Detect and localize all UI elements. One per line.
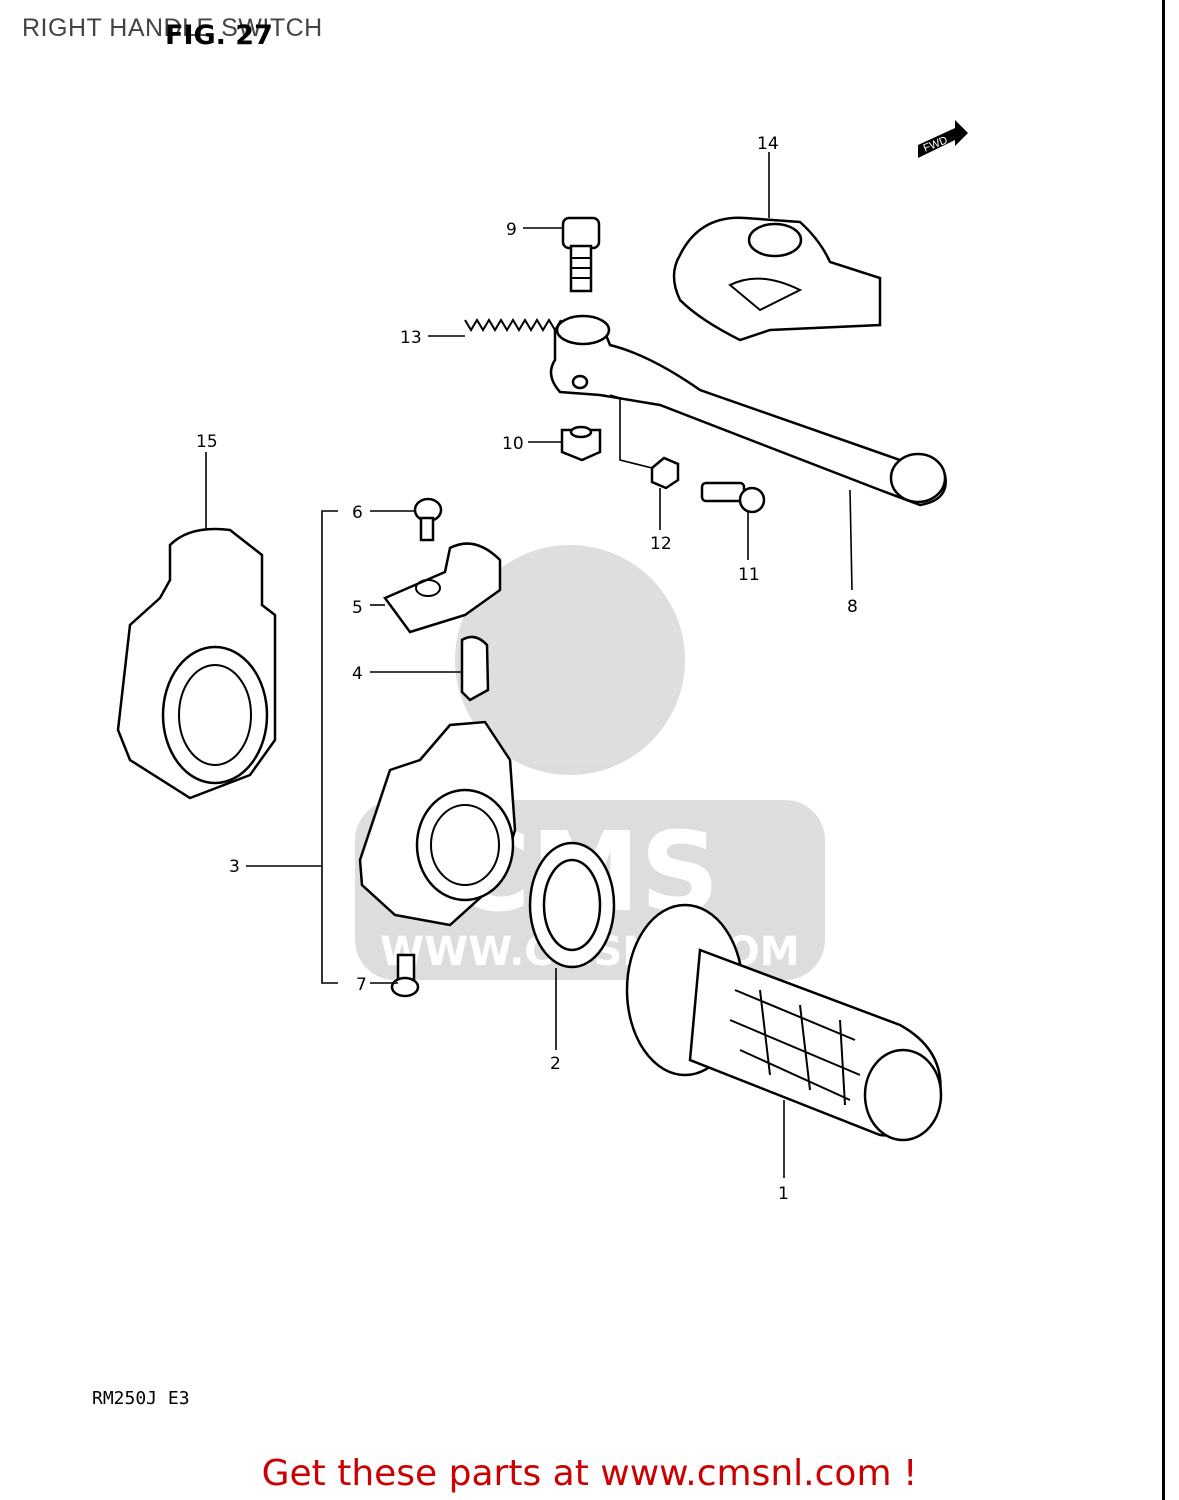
label-part-1: 1 (778, 1184, 789, 1204)
label-part-12: 12 (650, 534, 672, 554)
part-8-clutch-lever (549, 314, 947, 507)
forward-direction-badge: FWD (918, 120, 968, 158)
label-part-10: 10 (502, 434, 524, 454)
part-14-lever-cover (672, 216, 882, 342)
label-part-9: 9 (506, 220, 517, 240)
label-part-8: 8 (847, 597, 858, 617)
part-1-grip (625, 903, 943, 1142)
figure-title: FIG. 27 (165, 20, 273, 51)
label-part-14: 14 (757, 134, 779, 154)
part-5-clamp (383, 542, 502, 634)
leader-lines (205, 152, 853, 1178)
page-border (1162, 0, 1179, 1500)
part-7-screw (390, 953, 420, 998)
part-9-pivot-bolt (561, 216, 601, 293)
part-6-screw (413, 497, 443, 542)
label-part-15: 15 (196, 432, 218, 452)
label-part-5: 5 (352, 598, 363, 618)
exploded-parts-diagram: CMS WWW.CMSNL.COM FWD (116, 120, 968, 1204)
label-part-2: 2 (550, 1054, 561, 1074)
part-10-nut (560, 425, 602, 462)
model-code: RM250J E3 (92, 1388, 190, 1409)
footer-parts-link[interactable]: Get these parts at www.cmsnl.com ! (261, 1453, 918, 1494)
part-3-switch-housing (358, 720, 517, 927)
part-4-clip (460, 635, 490, 702)
part-13-spring (464, 318, 562, 332)
part-12-nut (650, 456, 680, 490)
label-part-6: 6 (352, 503, 363, 523)
label-part-3: 3 (229, 857, 240, 877)
part-labels: 1 2 3 4 5 6 7 8 9 10 11 12 13 14 15 (196, 134, 858, 1204)
forward-label: FWD (922, 134, 950, 155)
page-title: RIGHT HANDLE SWITCH (22, 14, 323, 42)
label-part-7: 7 (356, 975, 367, 995)
part-2-throttle-ring (528, 841, 616, 969)
part-11-adjuster-screw (700, 481, 766, 514)
part-15-switch-cover (116, 527, 277, 800)
label-part-13: 13 (400, 328, 422, 348)
label-part-4: 4 (352, 664, 363, 684)
label-part-11: 11 (738, 565, 760, 585)
